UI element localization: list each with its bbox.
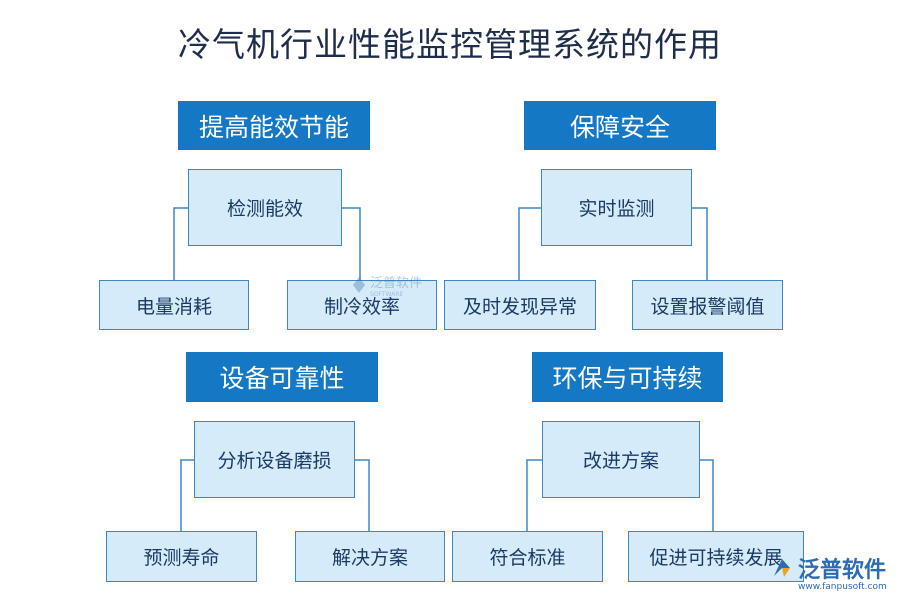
connector-line xyxy=(526,459,542,531)
page-title: 冷气机行业性能监控管理系统的作用 xyxy=(178,25,722,64)
node-realtime-monitor: 实时监测 xyxy=(541,169,692,246)
connector-line xyxy=(180,459,194,531)
node-detect-anomaly: 及时发现异常 xyxy=(444,280,596,330)
node-analyze-wear: 分析设备磨损 xyxy=(194,421,355,498)
connector-line xyxy=(700,459,714,531)
section-heading-energy: 提高能效节能 xyxy=(178,101,370,150)
node-meet-standards: 符合标准 xyxy=(452,531,603,582)
connector-line xyxy=(518,207,541,280)
section-heading-sustainability: 环保与可持续 xyxy=(532,352,723,402)
brand-logo-name: 泛普软件 xyxy=(798,558,887,583)
connector-line xyxy=(173,207,188,280)
brand-logo: 泛普软件 www.fanpusoft.com xyxy=(770,552,887,592)
node-detect-efficiency: 检测能效 xyxy=(188,169,342,246)
node-alarm-threshold: 设置报警阈值 xyxy=(632,280,783,330)
connector-line xyxy=(355,459,370,531)
node-power-consumption: 电量消耗 xyxy=(99,280,249,330)
node-cooling-efficiency: 制冷效率 xyxy=(287,280,437,330)
node-improvement-plan: 改进方案 xyxy=(542,421,700,498)
brand-logo-url: www.fanpusoft.com xyxy=(798,582,887,592)
node-solution: 解决方案 xyxy=(295,531,445,582)
section-heading-reliability: 设备可靠性 xyxy=(186,352,378,402)
connector-line xyxy=(692,207,708,280)
connector-line xyxy=(342,207,361,280)
node-sustainable-development: 促进可持续发展 xyxy=(628,531,804,582)
brand-logo-icon xyxy=(774,559,790,577)
section-heading-safety: 保障安全 xyxy=(524,101,716,150)
node-predict-lifespan: 预测寿命 xyxy=(106,531,257,582)
